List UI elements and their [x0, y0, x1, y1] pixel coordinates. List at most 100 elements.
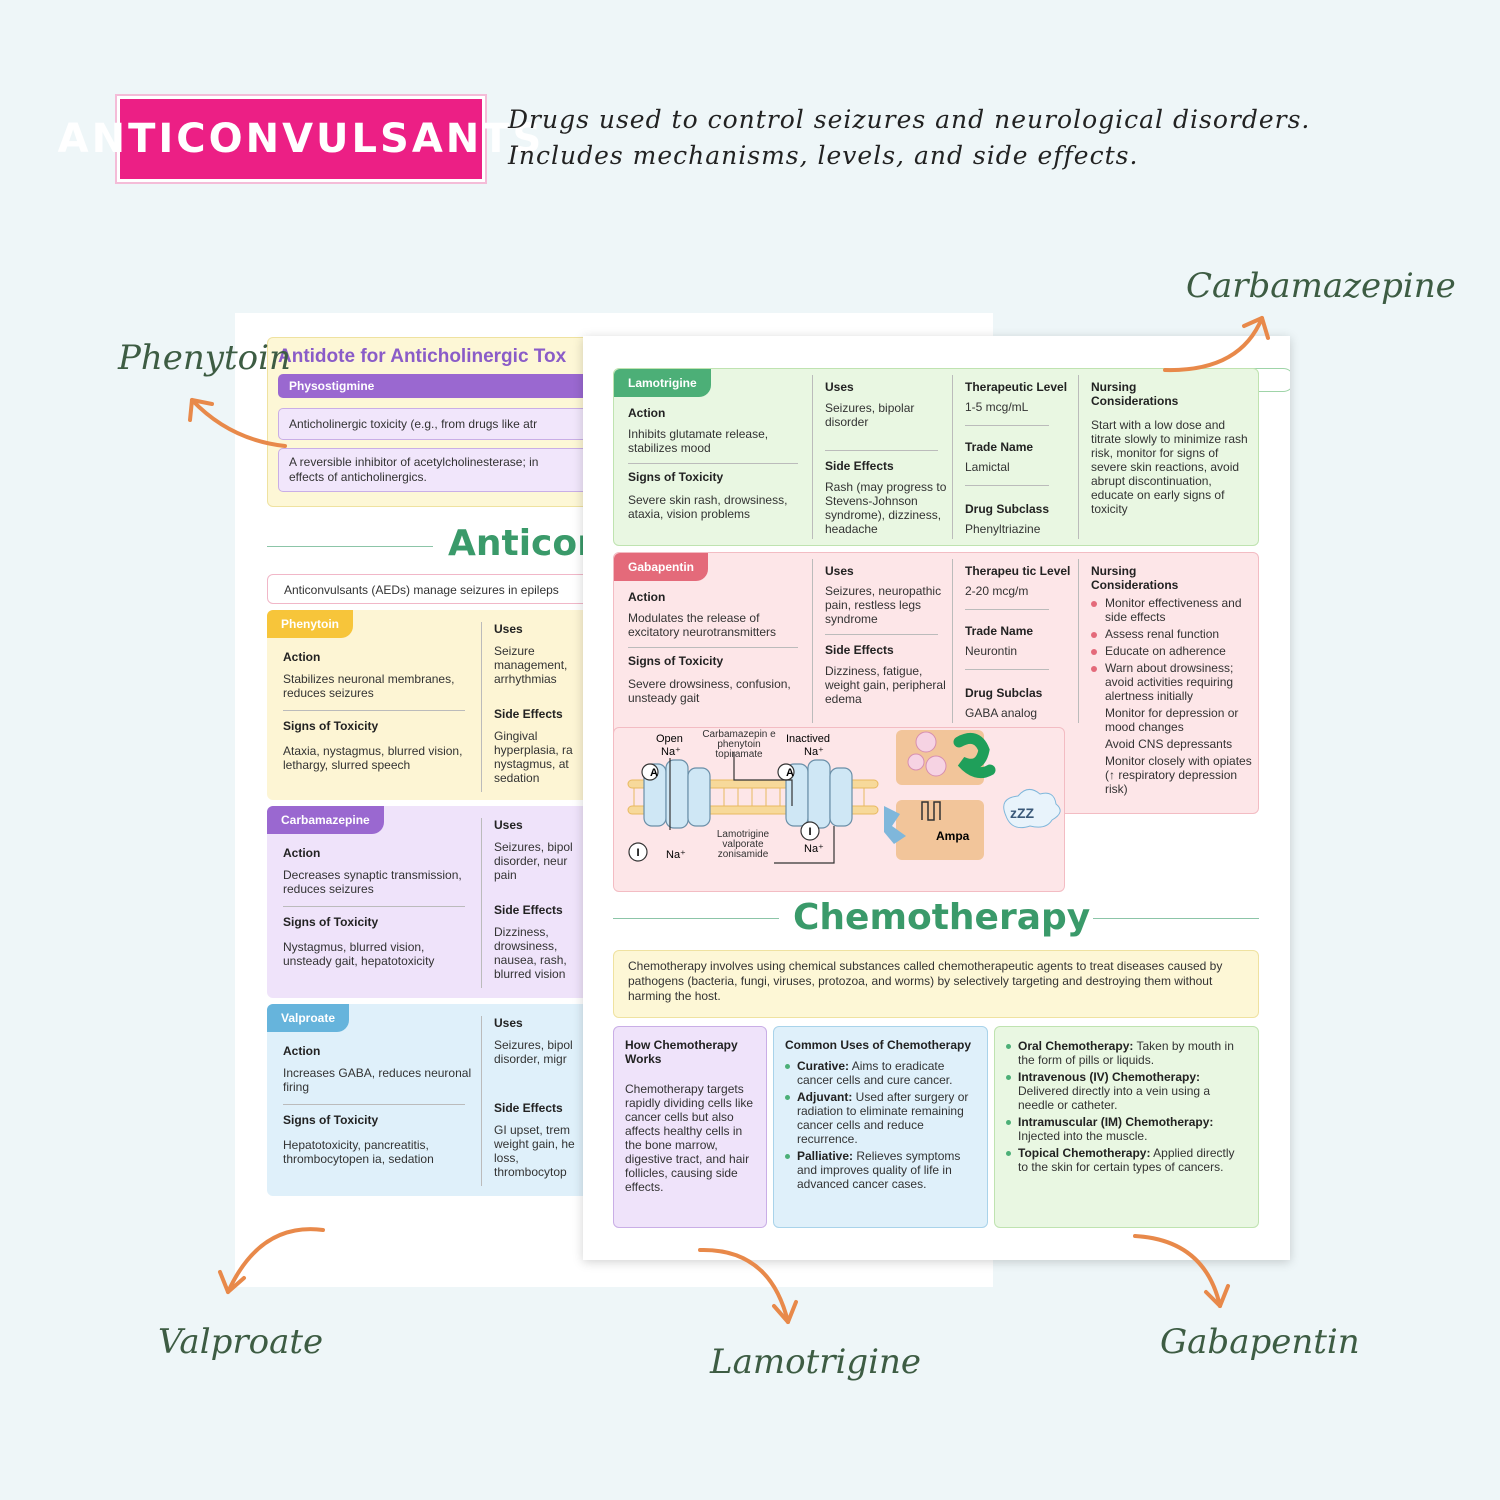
carbamazepine-uses: Seizures, bipol disorder, neur pain — [494, 840, 573, 882]
route-text: Applied directly to the skin for certain… — [1018, 1146, 1235, 1174]
rule-right — [1093, 918, 1259, 919]
phenytoin-se-h: Side Effects — [494, 707, 563, 721]
use-text: Used after surgery or radiation to elimi… — [797, 1090, 969, 1146]
lamotrigine-sub-h: Drug Subclass — [965, 502, 1050, 516]
carbamazepine-uses-h: Uses — [494, 818, 523, 832]
use-label: Palliative: — [797, 1149, 854, 1163]
gabapentin-trade: Neurontin — [965, 644, 1018, 658]
gabapentin-se-h: Side Effects — [825, 643, 894, 657]
title-text: ANTICONVULSANTS — [57, 116, 545, 162]
use-text: Aims to eradicate cancer cells and cure … — [797, 1059, 953, 1087]
route-label: Topical Chemotherapy: — [1018, 1146, 1151, 1160]
chemo-uses-card: Common Uses of Chemotherapy Curative: Ai… — [773, 1026, 988, 1228]
lamotrigine-level-h: Therapeutic Level — [965, 380, 1068, 394]
valproate-uses-h: Uses — [494, 1016, 523, 1030]
phenytoin-uses-h: Uses — [494, 622, 523, 636]
rule-left — [267, 546, 433, 547]
rule — [283, 710, 465, 711]
route-text: Delivered directly into a vein using a n… — [1018, 1084, 1211, 1112]
phenytoin-tag: Phenytoin — [267, 610, 354, 638]
vesicle — [907, 753, 925, 771]
gabapentin-level-h: Therapeu tic Level — [965, 564, 1071, 578]
lamotrigine-tox: Severe skin rash, drowsiness, ataxia, vi… — [628, 493, 788, 521]
chemo-routes-list: Oral Chemotherapy: Taken by mouth in the… — [1006, 1039, 1246, 1177]
phenytoin-tox: Ataxia, nystagmus, blurred vision, letha… — [283, 744, 463, 772]
arrow-phenytoin-head — [188, 398, 214, 422]
valproate-se-h: Side Effects — [494, 1101, 563, 1115]
sodium-channel-inactive — [785, 759, 853, 829]
lamotrigine-se-h: Side Effects — [825, 459, 894, 473]
rule — [628, 463, 798, 464]
lamotrigine-drugs-label: Lamotrigine valporate zonisamide — [716, 829, 770, 860]
how-chemo-heading: How Chemotherapy Works — [625, 1038, 738, 1066]
valproate-tox: Hepatotoxicity, pancreatitis, thrombocyt… — [283, 1138, 434, 1166]
sleep-cloud-icon — [1003, 789, 1061, 829]
divider — [481, 1016, 482, 1186]
phenytoin-action: Stabilizes neuronal membranes, reduces s… — [283, 672, 455, 700]
carbamazepine-tag: Carbamazepine — [267, 806, 384, 834]
how-chemo-text: Chemotherapy targets rapidly dividing ce… — [625, 1082, 754, 1194]
use-text: Relieves symptoms and improves quality o… — [797, 1149, 961, 1191]
chemo-use-item: Curative: Aims to eradicate cancer cells… — [785, 1059, 975, 1087]
rule-left — [613, 918, 779, 919]
gate-i-label: I — [808, 826, 811, 838]
rule — [628, 647, 798, 648]
lamotrigine-trade-h: Trade Name — [965, 440, 1034, 454]
rule — [283, 906, 465, 907]
divider — [1078, 559, 1079, 723]
gabapentin-trade-h: Trade Name — [965, 624, 1034, 638]
label-carbamazepine: Carbamazepine — [1186, 266, 1456, 306]
divider — [812, 375, 813, 539]
gabapentin-nurse-list: Monitor effectiveness and side effects A… — [1091, 596, 1253, 799]
antidote-title: Antidote for Anticholinergic Tox — [278, 346, 567, 367]
tagline-line-2: Includes mechanisms, levels, and side ef… — [508, 141, 1139, 170]
use-label: Adjuvant: — [797, 1090, 853, 1104]
label-gabapentin: Gabapentin — [1160, 1322, 1360, 1362]
divider — [481, 622, 482, 792]
carbamazepine-se-h: Side Effects — [494, 903, 563, 917]
valproate-action: Increases GABA, reduces neuronal firing — [283, 1066, 472, 1094]
arrow-gabapentin-head — [1204, 1284, 1230, 1308]
phenytoin-tox-h: Signs of Toxicity — [283, 719, 379, 733]
gabapentin-sub: GABA analog — [965, 706, 1038, 720]
vesicle — [915, 731, 937, 753]
lamotrigine-uses: Seizures, bipolar disorder — [825, 401, 915, 429]
lamotrigine-tag: Lamotrigine — [614, 369, 711, 397]
lamotrigine-nurse-h: Nursing Considerations — [1091, 380, 1179, 408]
na-label: Na⁺ — [666, 849, 686, 861]
nurse-item: Monitor effectiveness and side effects — [1091, 596, 1253, 624]
lamotrigine-se: Rash (may progress to Stevens-Johnson sy… — [825, 480, 947, 536]
chemo-title: Chemotherapy — [793, 897, 1091, 938]
rule — [965, 425, 1049, 426]
inactived-label: Inactived — [786, 733, 830, 745]
chemo-uses-list: Curative: Aims to eradicate cancer cells… — [785, 1059, 975, 1194]
arrow-lamotrigine-head — [772, 1300, 798, 1324]
phenytoin-action-h: Action — [283, 650, 321, 664]
carbamazepine-tox: Nystagmus, blurred vision, unsteady gait… — [283, 940, 435, 968]
nurse-item: Monitor for depression or mood changes — [1105, 706, 1239, 734]
lamotrigine-level: 1-5 mcg/mL — [965, 400, 1029, 414]
divider — [952, 559, 953, 723]
ampa-label: Ampa — [936, 829, 970, 843]
divider — [481, 818, 482, 988]
title-badge: ANTICONVULSANTS — [58, 96, 541, 182]
lamotrigine-card: Lamotrigine Action Inhibits glutamate re… — [613, 368, 1259, 546]
gabapentin-level: 2-20 mcg/m — [965, 584, 1029, 598]
route-label: Intramuscular (IM) Chemotherapy: — [1018, 1115, 1214, 1129]
label-phenytoin: Phenytoin — [118, 338, 291, 378]
arrow-carbamazepine-head — [1242, 316, 1270, 340]
open-label: Open — [656, 733, 683, 745]
label-lamotrigine: Lamotrigine — [710, 1342, 922, 1382]
nurse-item: Educate on adherence — [1091, 644, 1253, 658]
nurse-item: Monitor closely with opiates (↑ respirat… — [1105, 754, 1252, 796]
gate-a-label: A — [650, 767, 658, 779]
gate-i-1 — [628, 842, 648, 862]
rule — [965, 669, 1049, 670]
gabapentin-action: Modulates the release of excitatory neur… — [628, 611, 777, 639]
rule — [825, 634, 938, 635]
rule — [825, 450, 938, 451]
drug-binding-line — [733, 752, 793, 806]
carbamazepine-se: Dizziness, drowsiness, nausea, rash, blu… — [494, 925, 567, 981]
chemo-use-item: Adjuvant: Used after surgery or radiatio… — [785, 1090, 975, 1146]
carbamazepine-action-h: Action — [283, 846, 321, 860]
